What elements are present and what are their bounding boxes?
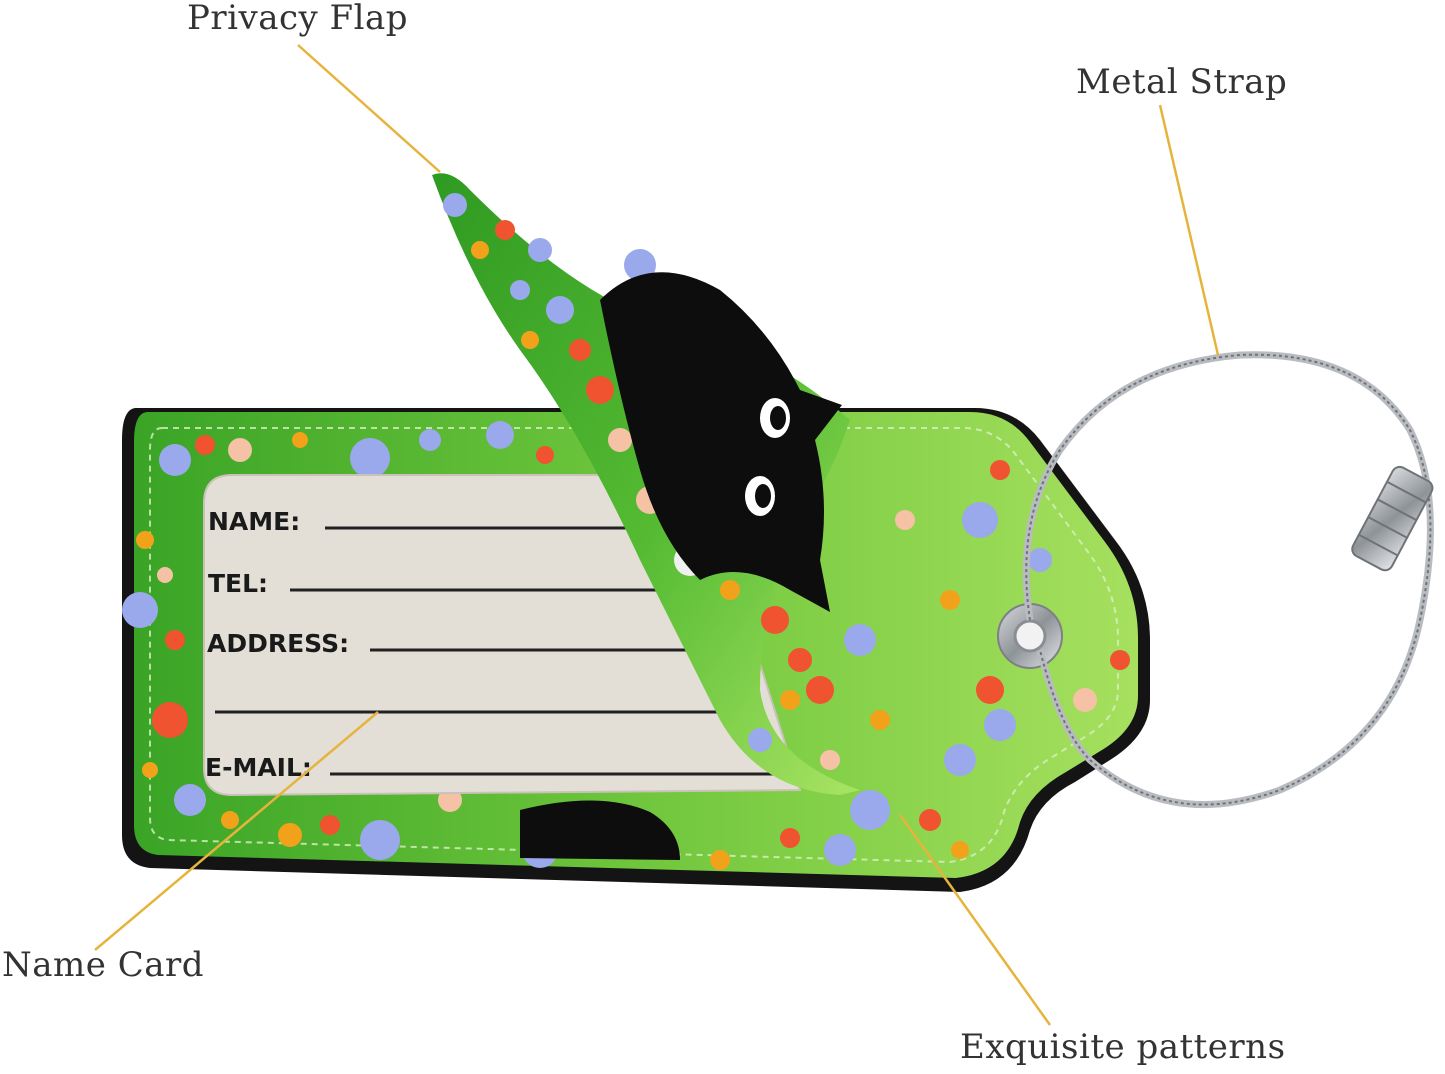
grommet-hole	[1013, 619, 1047, 653]
exquisite-patterns-leader	[898, 814, 1052, 1026]
name-card-leader	[94, 711, 379, 951]
tel-field-label: TEL:	[208, 569, 268, 598]
metal-strap-strands	[1025, 353, 1432, 806]
email-field-label: E-MAIL:	[205, 753, 312, 782]
name-card-label: Name Card	[2, 945, 204, 985]
cat-eyes	[745, 398, 790, 516]
name-field-label: NAME:	[208, 507, 300, 536]
cat-tail	[520, 800, 680, 860]
privacy-flap-label: Privacy Flap	[187, 0, 409, 38]
tag-stitching	[149, 427, 1119, 864]
leader-lines	[94, 44, 1220, 1026]
screw-lock	[1351, 465, 1434, 572]
metal-strap-label: Metal Strap	[1076, 62, 1288, 102]
exquisite-patterns-label: Exquisite patterns	[960, 1027, 1286, 1067]
privacy-flap-leader	[297, 44, 441, 173]
cat-body	[600, 272, 842, 612]
metal-strap-leader	[1158, 104, 1220, 356]
address-field-label: ADDRESS:	[207, 629, 349, 658]
